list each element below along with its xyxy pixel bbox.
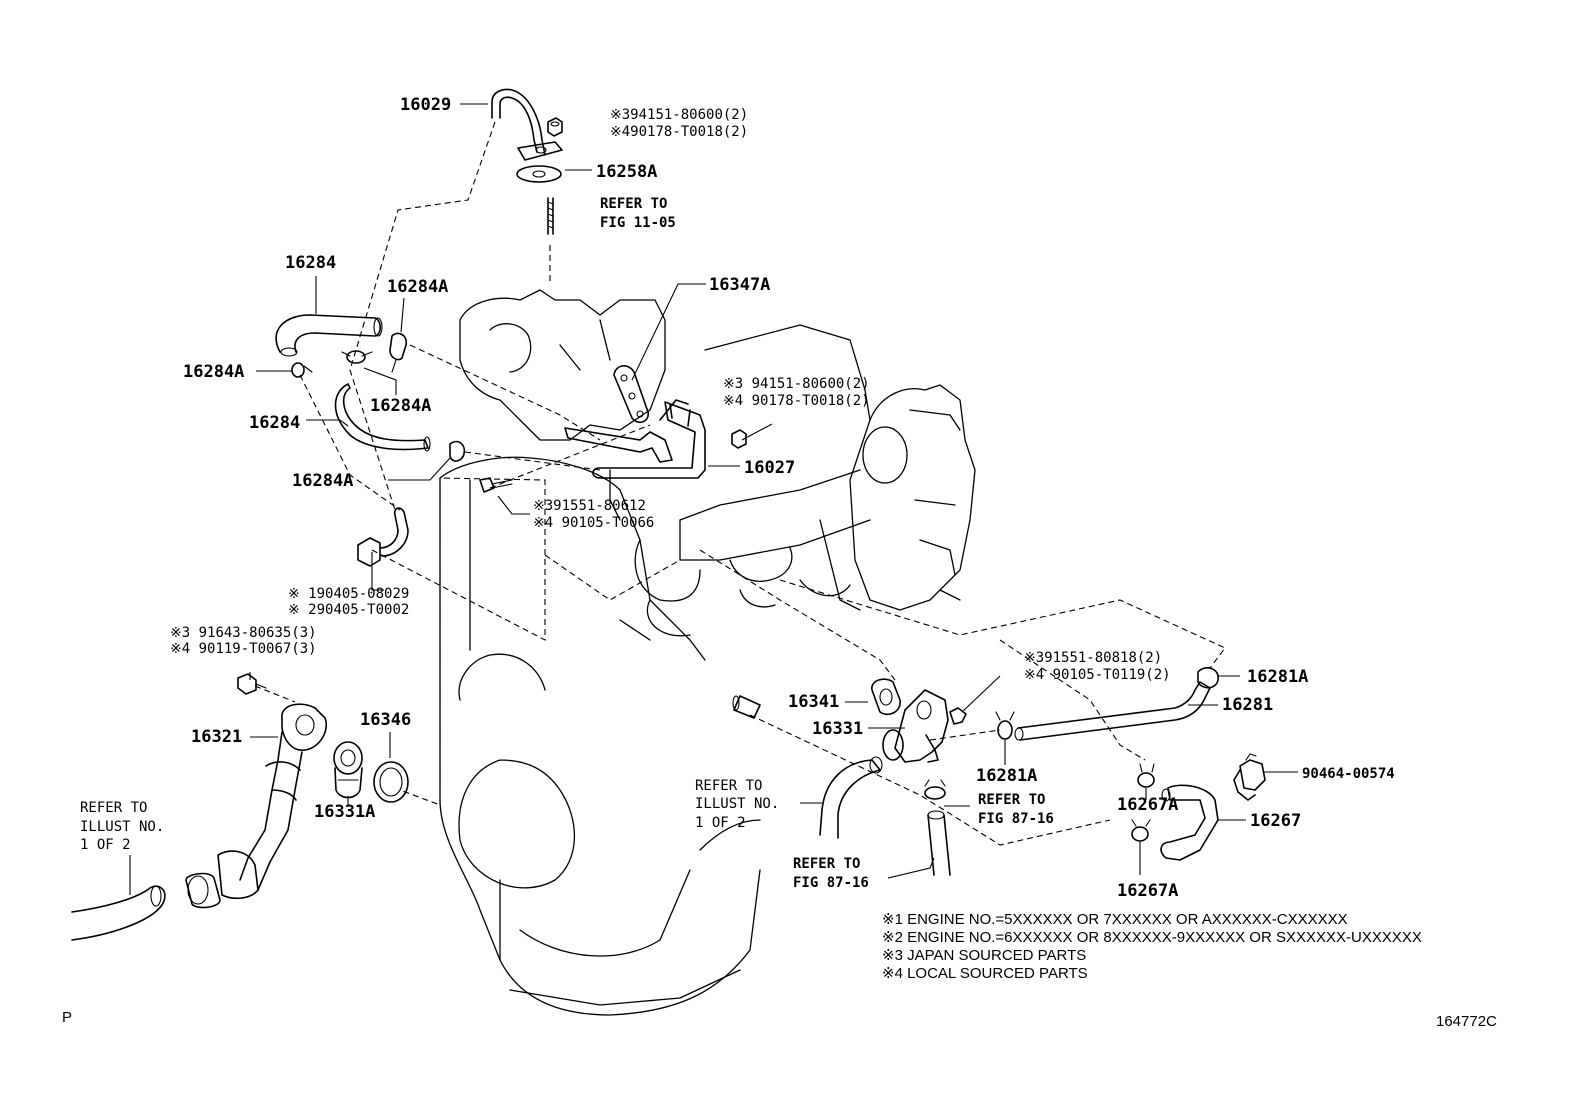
refer-label: REFER TO bbox=[80, 800, 147, 816]
gasket-16346 bbox=[373, 761, 409, 803]
refer-label: REFER TO bbox=[695, 778, 762, 794]
part-label-90464-00574: 90464-00574 bbox=[1302, 766, 1395, 782]
note-label: ※3 94151-80600(2) bbox=[723, 376, 870, 392]
hose-clamp-icon bbox=[389, 332, 408, 373]
water-outlet-16331 bbox=[882, 689, 949, 763]
hose-clamp-icon bbox=[291, 362, 313, 378]
note-label: ※394151-80600(2) bbox=[610, 107, 748, 123]
diagram-code: 164772C bbox=[1436, 1013, 1497, 1030]
hose-16284-upper bbox=[275, 314, 383, 357]
part-label-16267: 16267 bbox=[1250, 811, 1301, 831]
refer-label: FIG 87-16 bbox=[978, 811, 1054, 827]
label-leader-lines bbox=[129, 103, 1298, 895]
legend-line: ※1 ENGINE NO.=5XXXXXX OR 7XXXXXX OR AXXX… bbox=[882, 911, 1348, 928]
bolt-icon bbox=[479, 477, 513, 493]
gasket-16258a bbox=[516, 165, 562, 183]
hose-16267 bbox=[1160, 784, 1219, 861]
hose-stub bbox=[732, 695, 761, 719]
bolt-icon bbox=[237, 673, 267, 695]
legend-line: ※2 ENGINE NO.=6XXXXXX OR 8XXXXXX-9XXXXXX… bbox=[882, 929, 1422, 946]
note-label: ※ 190405-08029 bbox=[288, 586, 409, 602]
gasket-16341 bbox=[871, 678, 901, 716]
legend-line: ※4 LOCAL SOURCED PARTS bbox=[882, 965, 1088, 982]
note-labels: ※394151-80600(2) ※490178-T0018(2) ※3 941… bbox=[170, 107, 1171, 683]
part-label-16267a-lower: 16267A bbox=[1117, 881, 1178, 901]
hose-clamp-icon bbox=[449, 440, 466, 462]
hose-clamp-icon bbox=[1137, 763, 1155, 788]
refer-label: REFER TO bbox=[793, 856, 860, 872]
part-label-16331: 16331 bbox=[812, 719, 863, 739]
bolt-icon bbox=[949, 707, 967, 725]
legend-line: ※3 JAPAN SOURCED PARTS bbox=[882, 947, 1086, 964]
part-label-16029: 16029 bbox=[400, 95, 451, 115]
nut-icon bbox=[547, 117, 563, 137]
part-label-16258a: 16258A bbox=[596, 162, 657, 182]
stud-bolt bbox=[547, 197, 554, 235]
note-label: ※391551-80612 bbox=[533, 498, 646, 514]
pipe-16029 bbox=[491, 88, 563, 161]
radiator-hose-center bbox=[819, 756, 883, 839]
radiator-hose-left bbox=[71, 885, 166, 941]
part-label-16284a-middle: 16284A bbox=[370, 396, 431, 416]
nut-icon bbox=[731, 429, 747, 449]
engine-block-outline bbox=[439, 289, 976, 1016]
hose-clamp-icon bbox=[341, 350, 373, 364]
note-label: ※ 290405-T0002 bbox=[288, 602, 409, 618]
hose-clamp-icon bbox=[995, 711, 1015, 740]
note-label: ※4 90105-T0119(2) bbox=[1024, 667, 1171, 683]
refer-label: ILLUST NO. bbox=[80, 819, 164, 835]
pipe-16027 bbox=[564, 399, 706, 479]
part-label-16341: 16341 bbox=[788, 692, 839, 712]
reference-labels: REFER TO FIG 11-05 REFER TO ILLUST NO. 1… bbox=[80, 196, 1054, 891]
refer-label: FIG 87-16 bbox=[793, 875, 869, 891]
legend: ※1 ENGINE NO.=5XXXXXX OR 7XXXXXX OR AXXX… bbox=[882, 911, 1422, 982]
part-label-16281a-lower: 16281A bbox=[976, 766, 1037, 786]
part-label-16284a-upper: 16284A bbox=[387, 277, 448, 297]
part-label-16346: 16346 bbox=[360, 710, 411, 730]
note-label: ※4 90105-T0066 bbox=[533, 515, 654, 531]
refer-label: 1 OF 2 bbox=[80, 837, 131, 853]
part-label-16347a: 16347A bbox=[709, 275, 770, 295]
refer-label: FIG 11-05 bbox=[600, 215, 676, 231]
hose-16284-lower bbox=[334, 383, 431, 452]
part-label-16284a-lower: 16284A bbox=[292, 471, 353, 491]
note-label: ※4 90178-T0018(2) bbox=[723, 393, 870, 409]
hose-clamp-icon bbox=[1197, 667, 1219, 689]
hose-clip-90464 bbox=[1233, 753, 1266, 801]
note-label: ※391551-80818(2) bbox=[1024, 650, 1162, 666]
part-label-16281: 16281 bbox=[1222, 695, 1273, 715]
note-label: ※490178-T0018(2) bbox=[610, 124, 748, 140]
thermostat-16331a bbox=[333, 741, 363, 799]
corner-mark: P bbox=[62, 1009, 72, 1026]
hose-clamp-icon bbox=[924, 779, 946, 800]
hose-union-icon bbox=[357, 507, 409, 567]
part-label-16331a: 16331A bbox=[314, 802, 375, 822]
note-label: ※4 90119-T0067(3) bbox=[170, 641, 317, 657]
part-label-16027: 16027 bbox=[744, 458, 795, 478]
part-label-16284-upper: 16284 bbox=[285, 253, 336, 273]
part-label-16267a-upper: 16267A bbox=[1117, 795, 1178, 815]
water-inlet-16321 bbox=[185, 703, 327, 909]
part-label-16281a-right: 16281A bbox=[1247, 667, 1308, 687]
refer-label: ILLUST NO. bbox=[695, 796, 779, 812]
refer-label: REFER TO bbox=[978, 792, 1045, 808]
part-label-16284-lower: 16284 bbox=[249, 413, 300, 433]
part-label-16321: 16321 bbox=[191, 727, 242, 747]
part-label-16284a-left: 16284A bbox=[183, 362, 244, 382]
refer-label: REFER TO bbox=[600, 196, 667, 212]
hose-clamp-icon bbox=[1131, 819, 1151, 842]
note-label: ※3 91643-80635(3) bbox=[170, 625, 317, 641]
part-number-labels: 16029 16258A 16284 16284A 16284A 16284A … bbox=[183, 95, 1395, 901]
hose-16281 bbox=[1014, 681, 1211, 741]
dashed-guide-lines bbox=[254, 121, 1226, 846]
heater-hose-center bbox=[927, 810, 951, 876]
gasket-16347a bbox=[613, 365, 649, 424]
refer-label: 1 OF 2 bbox=[695, 815, 746, 831]
